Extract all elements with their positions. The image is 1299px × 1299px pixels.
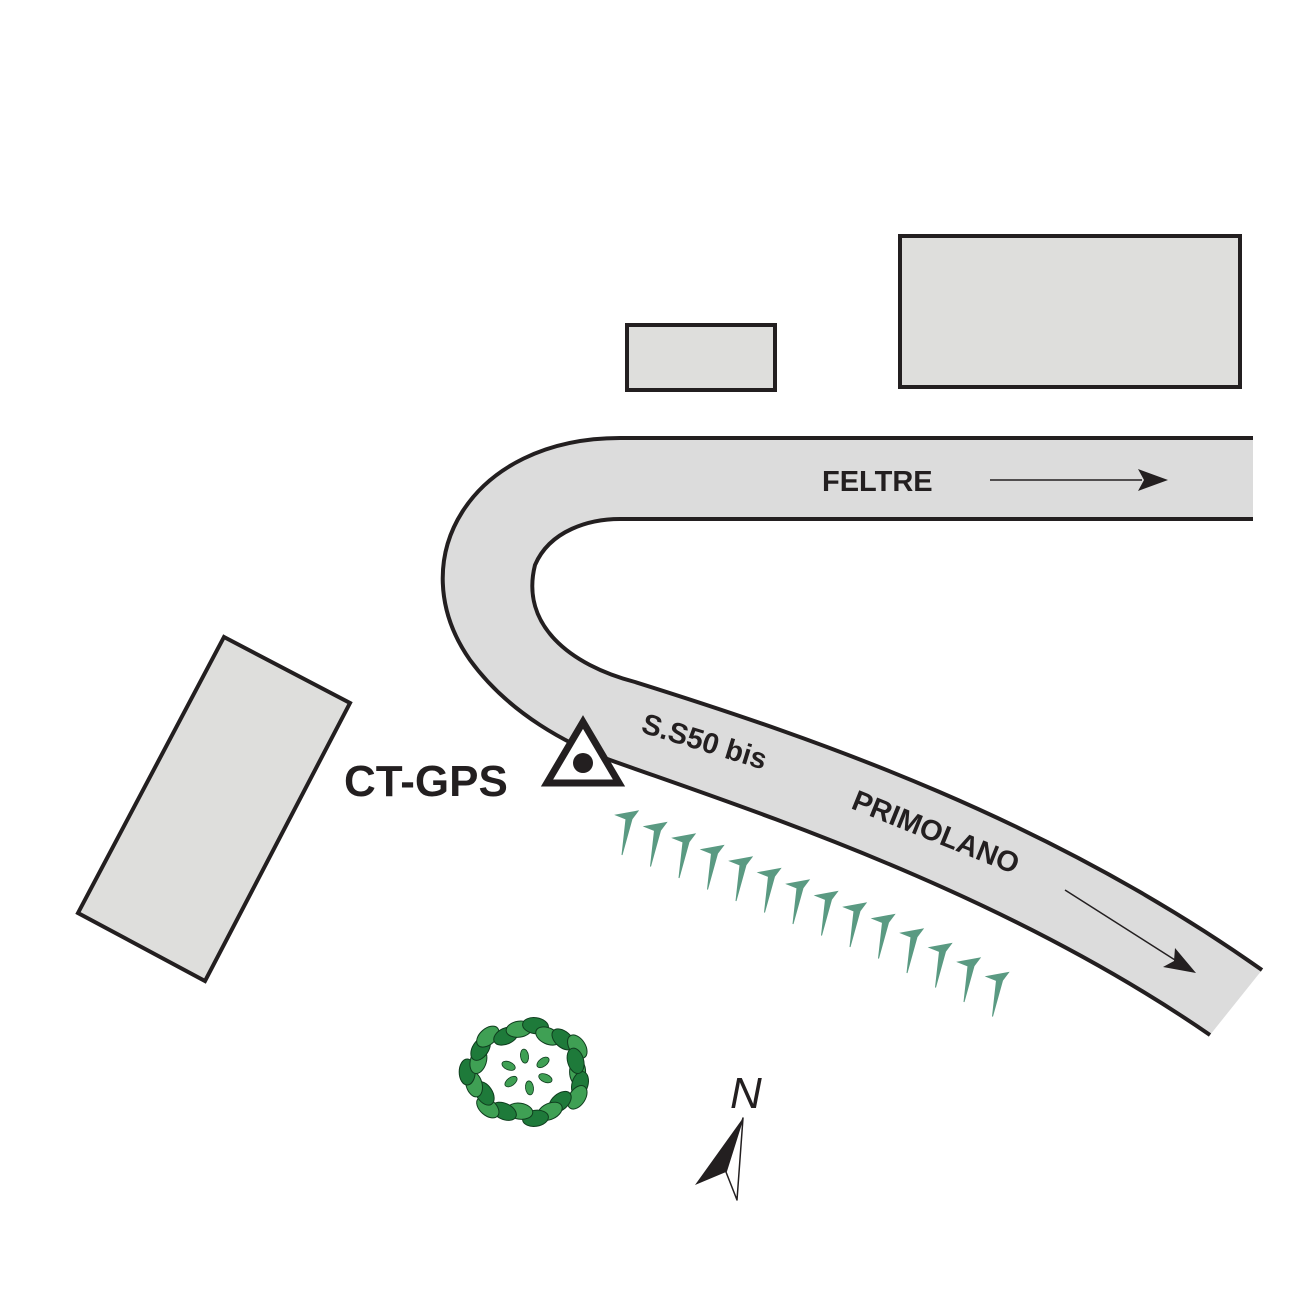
- tree-leaf: [520, 1048, 529, 1064]
- tree-leaf: [504, 1075, 518, 1088]
- building-small-north: [625, 323, 777, 392]
- feltre-label: FELTRE: [822, 466, 933, 498]
- building-large-northeast: [898, 234, 1242, 389]
- grass-tuft-icon: [899, 928, 925, 974]
- grass-tuft-icon: [870, 913, 896, 959]
- grass-tuft-icon: [785, 879, 811, 925]
- gps-station-triangle-icon: [540, 715, 626, 787]
- tree-leaf: [566, 1047, 585, 1074]
- tree-icon: [458, 1017, 589, 1127]
- grass-tuft-icon: [842, 902, 868, 948]
- road-surface: [442, 438, 1263, 1035]
- north-arrow-icon: [695, 1117, 744, 1201]
- buildings: [75, 234, 1242, 984]
- grass-tuft-icon: [642, 821, 668, 867]
- building-west: [75, 634, 353, 984]
- tree-leaf: [538, 1073, 553, 1084]
- station-label: CT-GPS: [344, 757, 508, 806]
- grass-tuft-icon: [699, 844, 725, 890]
- grass-tuft-icon: [813, 890, 839, 936]
- grass-tuft-icon: [927, 942, 953, 988]
- north-label: N: [730, 1069, 762, 1118]
- tree-leaf: [476, 1025, 500, 1048]
- tree-leaf: [567, 1085, 588, 1110]
- road-edge-south: [530, 517, 1264, 972]
- road-ss50bis: [440, 436, 1264, 1037]
- direction-arrow-primolano: [1064, 889, 1196, 973]
- tree-leaf: [525, 1080, 534, 1096]
- grass-tuft-icon: [984, 971, 1010, 1017]
- gps-station-dot-icon: [573, 753, 593, 773]
- tree-leaf: [501, 1060, 516, 1071]
- direction-arrow-feltre: [990, 469, 1168, 491]
- grass-tuft-icon: [956, 957, 982, 1003]
- grass-tuft-icon: [728, 856, 754, 902]
- roadside-vegetation: [614, 810, 1010, 1017]
- grass-tuft-icon: [756, 867, 782, 913]
- road-edge-north: [440, 436, 1253, 1037]
- grass-tuft-icon: [614, 810, 640, 856]
- grass-tuft-icon: [671, 833, 697, 879]
- gps-station-marker: [540, 715, 626, 787]
- tree-leaf: [536, 1056, 550, 1069]
